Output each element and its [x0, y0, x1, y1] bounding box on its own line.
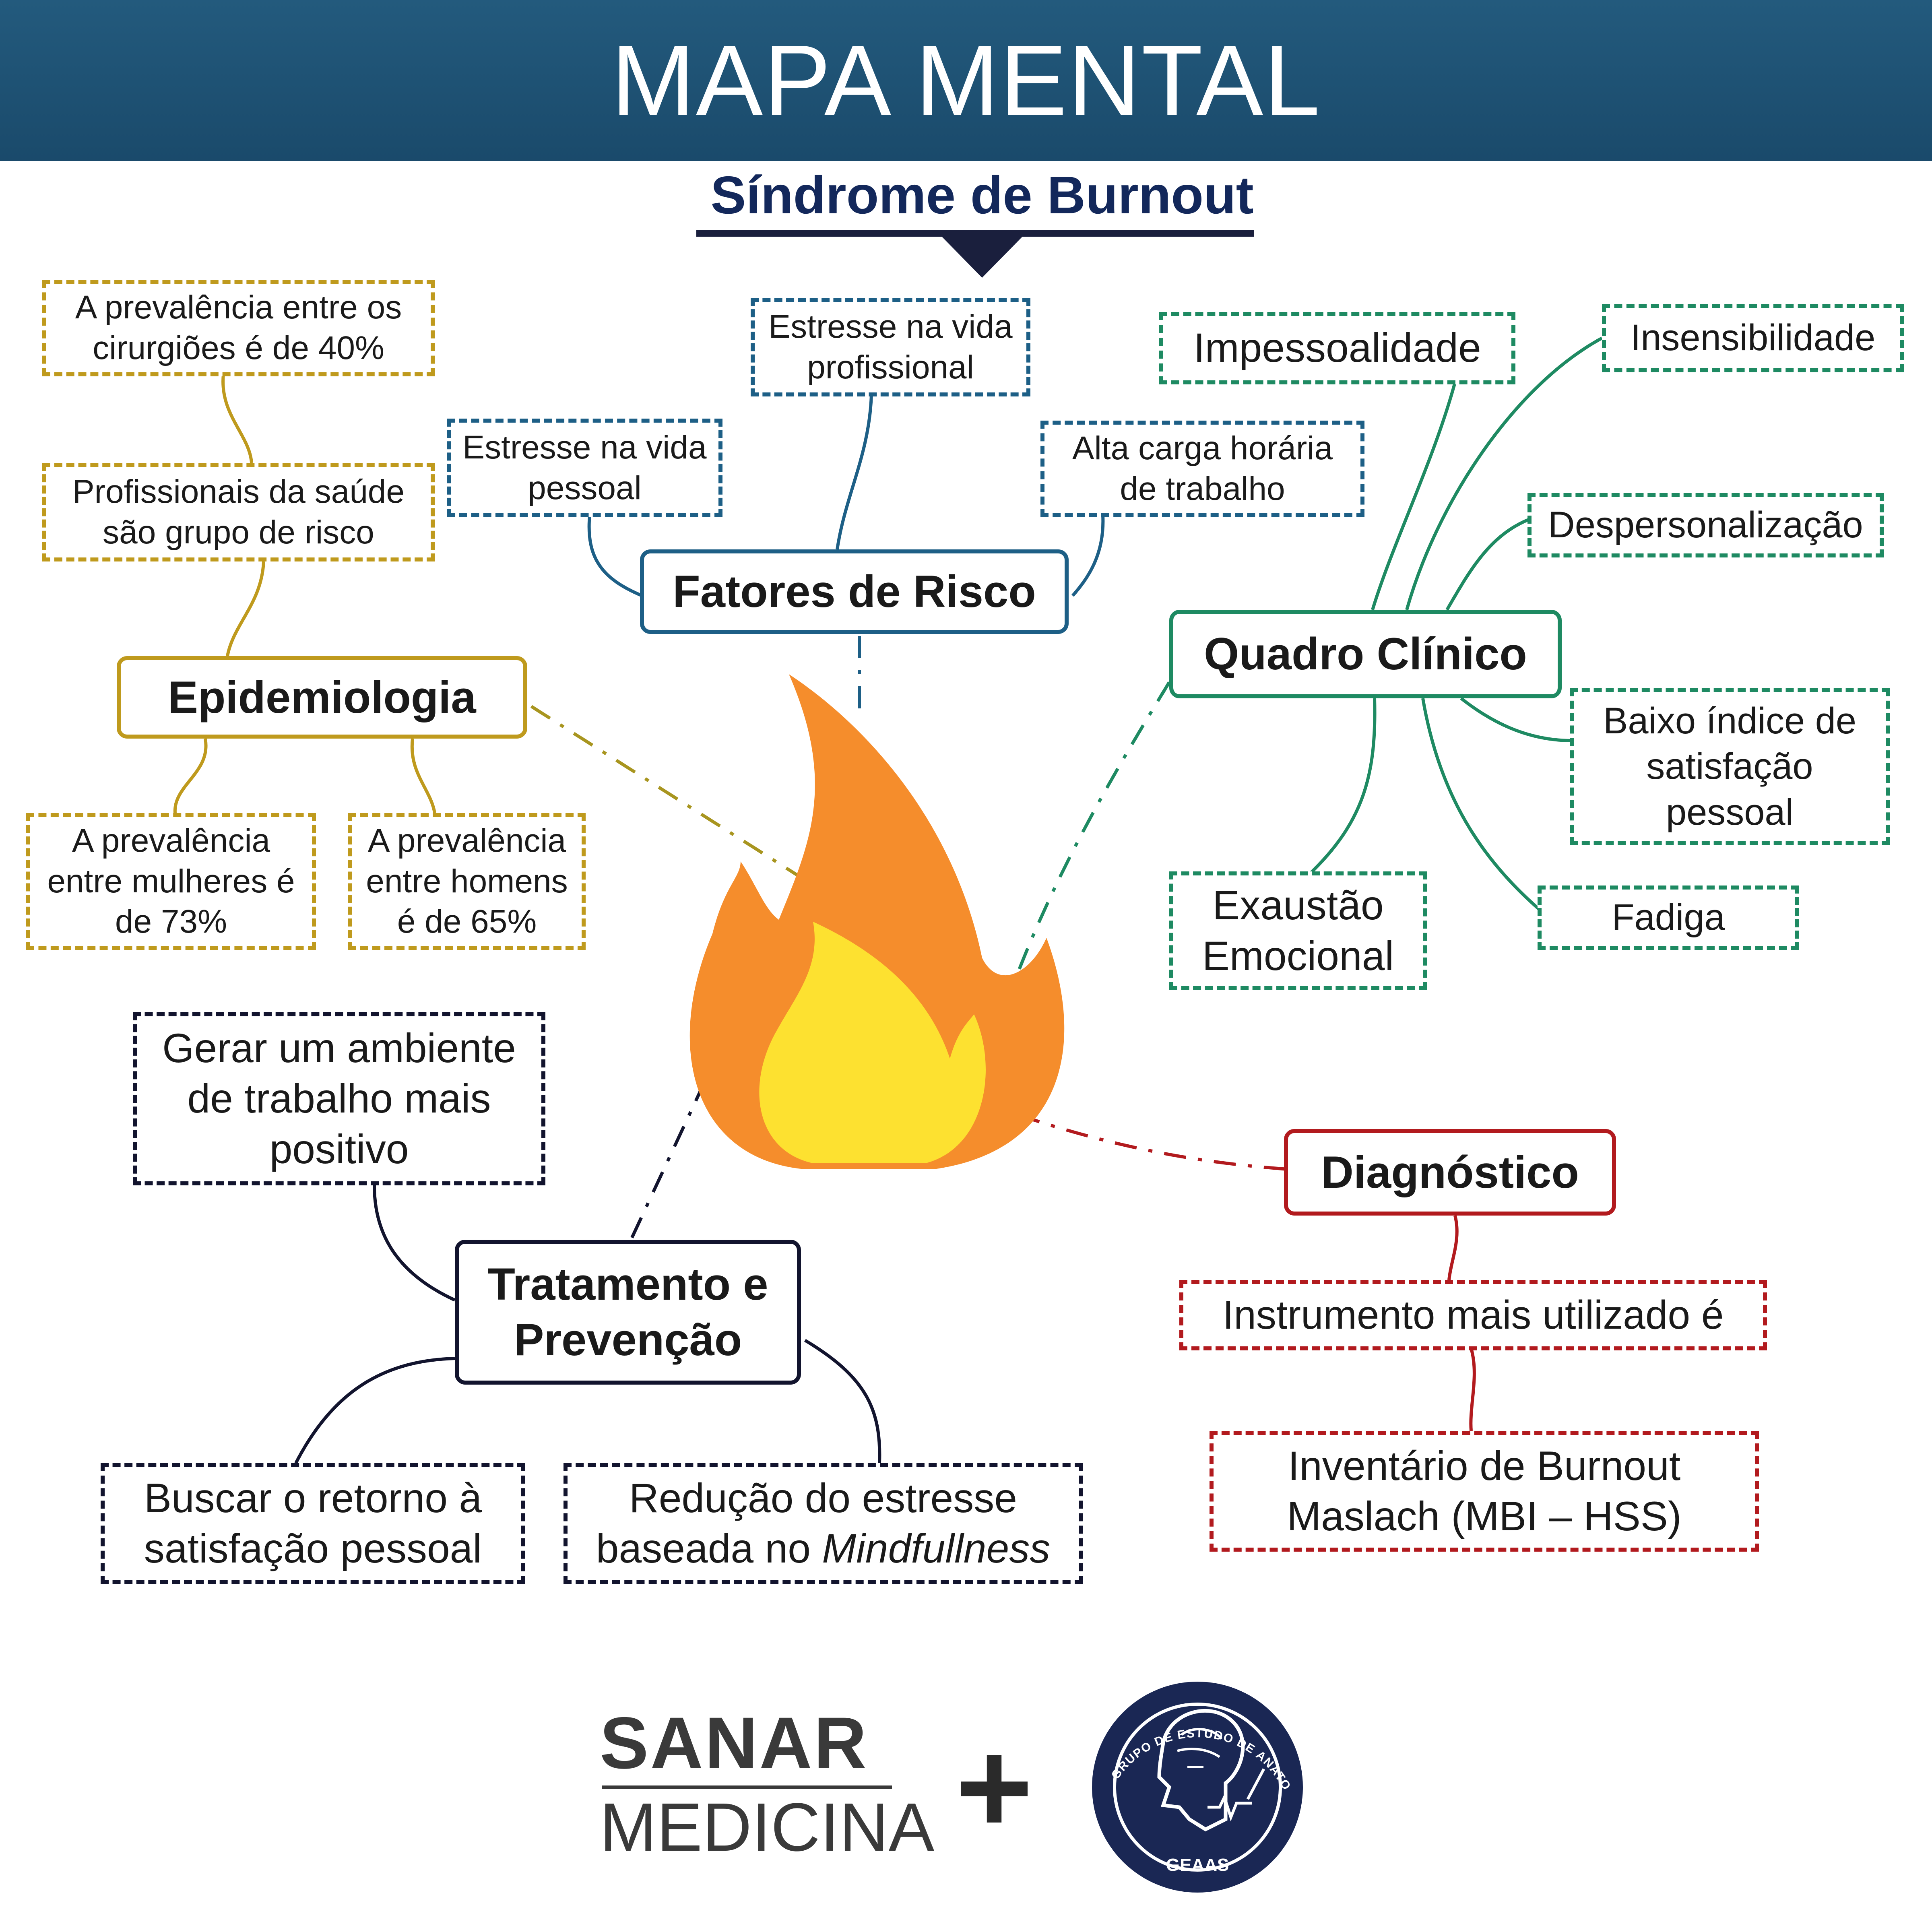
line-quadro-baixo	[1460, 697, 1572, 742]
line-diag-mbi	[1469, 1348, 1476, 1431]
line-fatores-profissional	[836, 394, 873, 550]
line-fatores-carga	[1071, 515, 1105, 597]
sanar-logo-rule	[602, 1785, 892, 1789]
line-trat-retorno	[294, 1357, 455, 1464]
map-subtitle: Síndrome de Burnout	[710, 165, 1254, 225]
line-quadro-fadiga	[1421, 698, 1541, 911]
quadro-despersonalizacao[interactable]: Despersonalização	[1527, 493, 1884, 557]
epi-connectors	[173, 374, 436, 813]
diag-instrumento-mais-utilizado[interactable]: Instrumento mais utilizado é	[1179, 1280, 1767, 1350]
line-trat-reducao	[804, 1339, 881, 1463]
trat-reducao-estresse-mindfullness[interactable]: Redução do estresse baseada no Mindfulln…	[564, 1463, 1083, 1584]
link-epi-flame	[530, 705, 802, 879]
quadro-fadiga[interactable]: Fadiga	[1538, 886, 1799, 950]
diagnostico-connectors	[1447, 1215, 1476, 1431]
line-epi-mulheres	[173, 738, 208, 813]
tratamento-connectors	[294, 1185, 881, 1464]
quadro-insensibilidade[interactable]: Insensibilidade	[1602, 304, 1904, 372]
line-epi-profissionais	[226, 561, 265, 656]
hub-quadro-clinico[interactable]: Quadro Clínico	[1169, 610, 1562, 698]
link-quadro-flame	[1013, 681, 1171, 983]
hub-fatores-de-risco[interactable]: Fatores de Risco	[640, 549, 1069, 634]
header-band	[0, 0, 1932, 161]
line-quadro-impessoalidade	[1371, 382, 1457, 611]
line-epi-cirurgioes	[221, 374, 253, 463]
link-trat-flame	[630, 1086, 704, 1238]
sanar-logo-top: SANAR	[600, 1702, 869, 1784]
subtitle-underline	[696, 230, 1254, 237]
fatores-connectors	[587, 394, 1105, 597]
line-fatores-pessoal	[587, 515, 643, 597]
hub-epidemiologia[interactable]: Epidemiologia	[117, 656, 527, 739]
line-quadro-exaustao	[1309, 698, 1377, 875]
flame-icon	[689, 674, 1065, 1169]
page-title: MAPA MENTAL	[611, 24, 1321, 136]
line-epi-homens	[410, 738, 436, 813]
link-diag-flame	[1018, 1113, 1288, 1171]
quadro-connectors	[1309, 336, 1603, 911]
badge-name: GEAAS	[1166, 1855, 1229, 1875]
line-quadro-despersonalizacao	[1445, 518, 1530, 611]
subtitle-pointer	[942, 237, 1022, 278]
sanar-logo-bottom: MEDICINA	[600, 1789, 935, 1866]
plus-sign: +	[955, 1713, 1033, 1861]
line-trat-ambiente	[373, 1185, 456, 1302]
hub-diagnostico[interactable]: Diagnóstico	[1284, 1129, 1616, 1216]
quadro-impessoalidade[interactable]: Impessoalidade	[1159, 312, 1515, 384]
line-diag-instrumento	[1447, 1215, 1459, 1280]
line-quadro-insensibilidade	[1405, 336, 1603, 611]
